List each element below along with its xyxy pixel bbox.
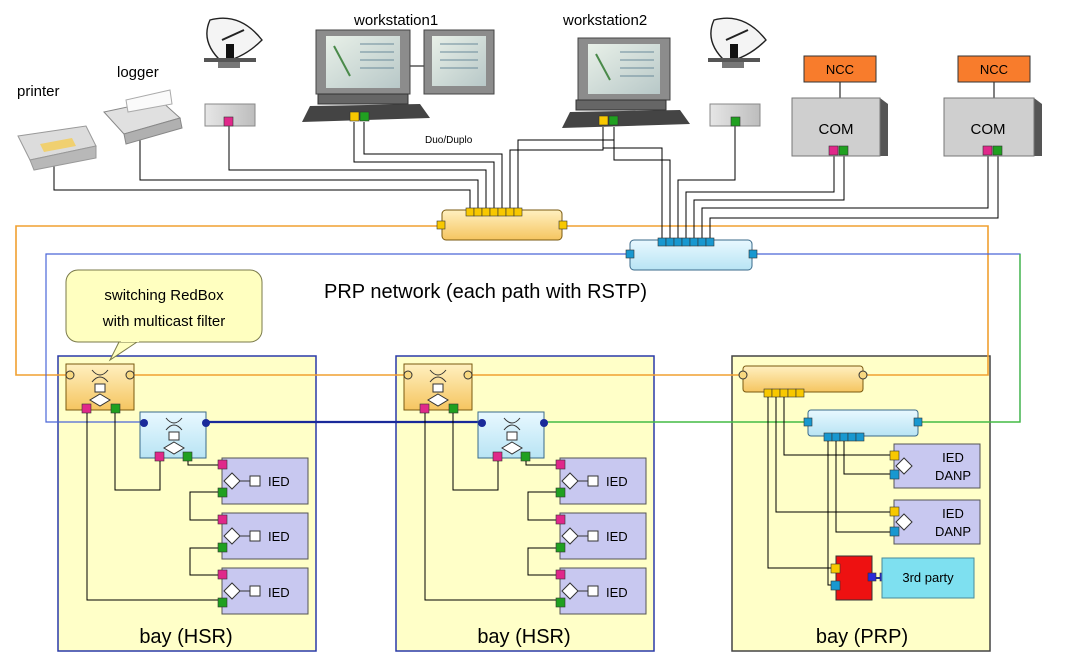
com-2-port-green (992, 145, 1003, 156)
bay3-ied-danp-1-line2: DANP (935, 468, 971, 483)
bay3-ied-danp-2-line1: IED (942, 506, 964, 521)
bay2-ied-3-label: IED (606, 585, 628, 600)
label-duo-duplo: Duo/Duplo (425, 135, 473, 146)
ncc-label-2: NCC (980, 62, 1008, 77)
bay3-label: bay (PRP) (816, 626, 908, 648)
bay2-ied-1 (555, 457, 647, 505)
bay3-internal-lines (767, 397, 890, 586)
bay1-ied-2 (217, 512, 309, 560)
satellite-antenna-right (708, 17, 767, 68)
bay3-third-party-label: 3rd party (902, 570, 954, 585)
antenna-right-modem (709, 103, 761, 127)
bay2-label: bay (HSR) (477, 626, 570, 648)
bay1-ied-3 (217, 567, 309, 615)
prp-network-label: PRP network (each path with RSTP) (324, 281, 647, 303)
bay2-ied-2-label: IED (606, 529, 628, 544)
label-printer: printer (17, 83, 60, 100)
bay1-internal-lines (86, 413, 218, 601)
redbox-callout (65, 269, 263, 362)
label-logger: logger (117, 64, 159, 81)
bay1-redbox (65, 363, 135, 414)
bay3-lan-b-switch (803, 409, 923, 442)
com-label-1: COM (819, 121, 854, 138)
workstation2-ports (598, 115, 619, 126)
callout-text-line2: with multicast filter (102, 313, 226, 330)
logger-device (103, 89, 183, 145)
com-1-port-pink (828, 145, 839, 156)
bay2-hsr-switch (477, 411, 548, 462)
bay2-ied-2 (555, 512, 647, 560)
bay3-lan-a-switch (738, 365, 868, 398)
bay1-label: bay (HSR) (139, 626, 232, 648)
lan-a-switch (436, 207, 568, 241)
bay2-ied-1-label: IED (606, 474, 628, 489)
workstation1-ports (349, 111, 370, 122)
label-workstation2: workstation2 (562, 12, 647, 29)
bay3-ied-danp-2 (889, 499, 981, 545)
lan-b-switch (625, 237, 758, 271)
com-2-port-pink (982, 145, 993, 156)
bay2-internal-lines (424, 413, 556, 601)
satellite-antenna-left (204, 17, 263, 68)
ncc-label-1: NCC (826, 62, 854, 77)
bay3-third-party-box (881, 557, 975, 599)
bay3-ied-danp-1-line1: IED (942, 450, 964, 465)
label-workstation1: workstation1 (353, 12, 438, 29)
bay1-ied-3-label: IED (268, 585, 290, 600)
ncc-box-2 (957, 55, 1031, 83)
bay1-ied-2-label: IED (268, 529, 290, 544)
workstation1-monitor-b (423, 29, 495, 95)
antenna-left-modem (204, 103, 256, 127)
bay1-ied-1 (217, 457, 309, 505)
com-label-2: COM (971, 121, 1006, 138)
bay1-hsr-switch (139, 411, 210, 462)
printer-device (17, 125, 97, 171)
workstation2-monitor (562, 37, 690, 128)
lan-green-link (918, 254, 1021, 423)
workstation1-monitor-a (302, 29, 430, 122)
com-1-port-green (838, 145, 849, 156)
ncc-box-1 (803, 55, 877, 83)
bay2-redbox (403, 363, 473, 414)
bay3-red-redbox (830, 555, 889, 601)
bay3-ied-danp-1 (889, 443, 981, 489)
cables (53, 65, 999, 238)
bay1-ied-1-label: IED (268, 474, 290, 489)
lan-a-ring (15, 225, 989, 376)
bay2-ied-3 (555, 567, 647, 615)
callout-text-line1: switching RedBox (104, 287, 224, 304)
bay3-ied-danp-2-line2: DANP (935, 524, 971, 539)
